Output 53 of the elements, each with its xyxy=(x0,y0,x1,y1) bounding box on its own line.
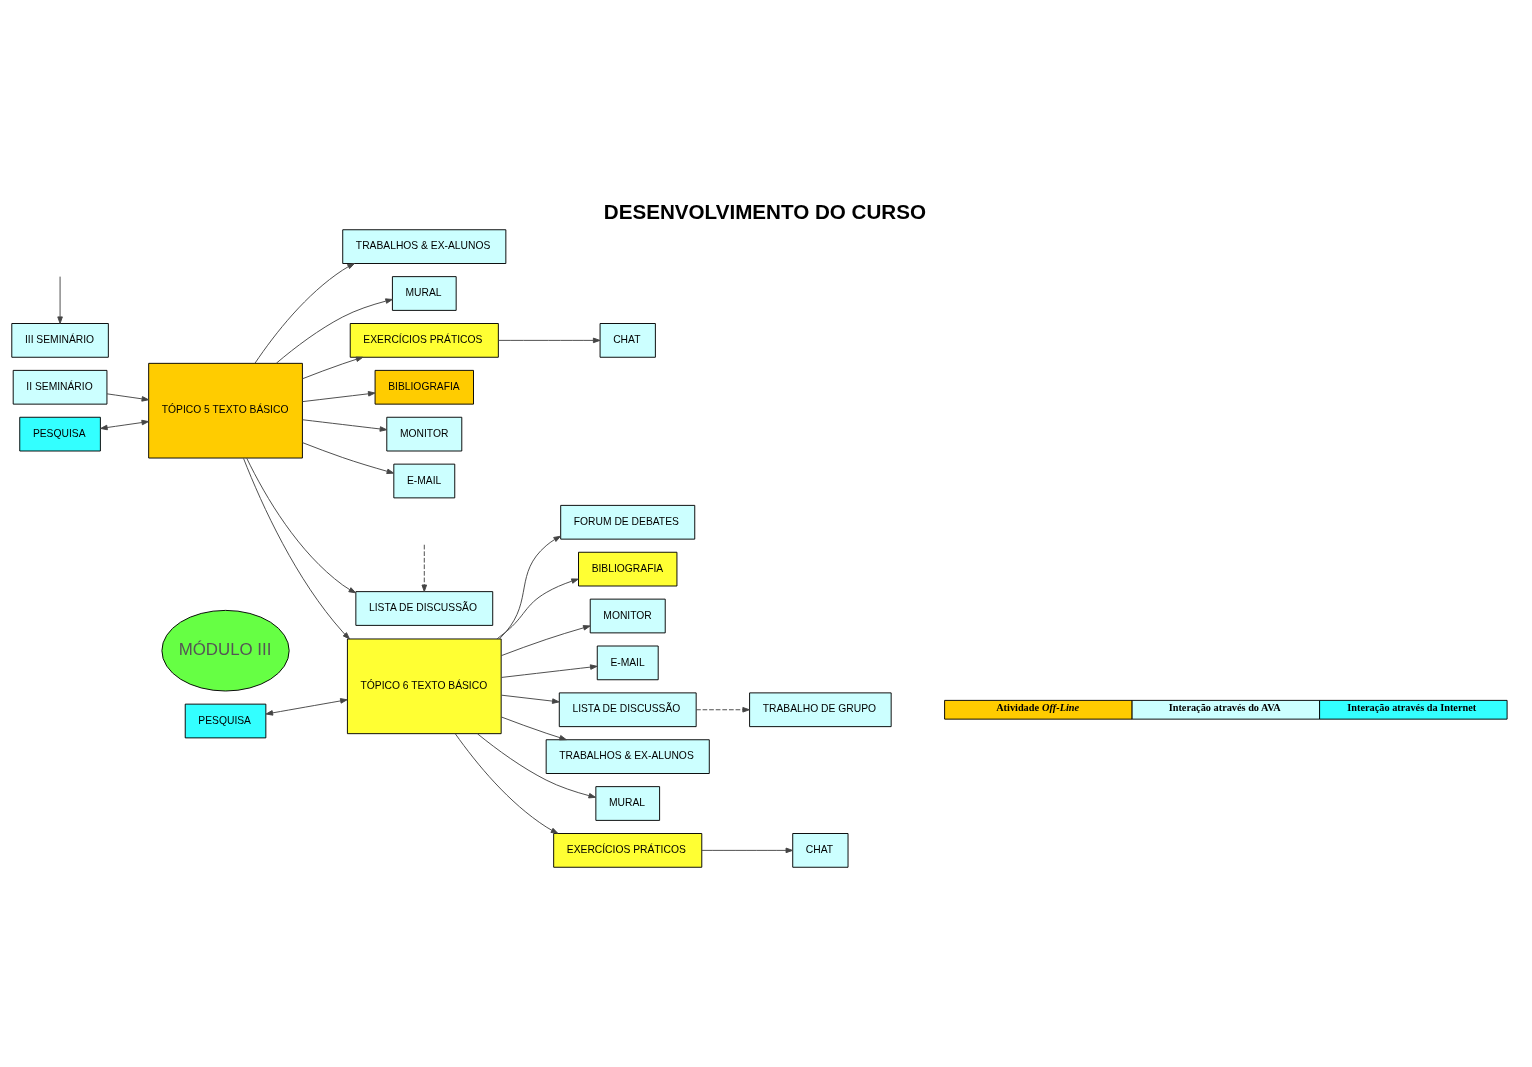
arrow xyxy=(701,847,794,854)
node-box: BIBLIOGRAFIA xyxy=(578,551,678,587)
node-box: EXERCÍCIOS PRÁTICOS xyxy=(349,323,499,358)
arrow xyxy=(496,578,579,640)
arrow xyxy=(500,625,591,657)
arrow xyxy=(498,337,601,344)
node-box: BIBLIOGRAFIA xyxy=(374,369,474,405)
node-box: III SEMINÁRIO xyxy=(11,323,109,358)
arrow xyxy=(246,457,357,594)
legend-label: Atividade Off-Line xyxy=(996,702,1080,714)
arrow xyxy=(454,733,559,834)
node-box: MONITOR xyxy=(589,598,666,634)
node-box: TÓPICO 6 TEXTO BÁSICO xyxy=(346,638,502,735)
node-ellipse: MÓDULO III xyxy=(161,609,290,692)
node-box: TRABALHOS & EX-ALUNOS xyxy=(342,229,507,264)
arrow xyxy=(500,716,567,741)
arrow xyxy=(100,419,149,431)
arrow xyxy=(275,298,393,364)
arrow xyxy=(57,276,63,324)
arrow xyxy=(254,263,355,364)
arrow xyxy=(499,535,561,640)
arrow xyxy=(265,698,348,716)
node-box: MONITOR xyxy=(386,416,463,452)
arrow xyxy=(106,393,150,402)
legend-label: Interação através da Internet xyxy=(1347,702,1477,714)
arrow xyxy=(302,356,364,380)
node-box: EXERCÍCIOS PRÁTICOS xyxy=(553,833,703,868)
node-box: TRABALHO DE GRUPO xyxy=(749,692,892,728)
node-box: E-MAIL xyxy=(596,645,659,681)
node-box: MURAL xyxy=(391,276,457,311)
node-box: PESQUISA xyxy=(184,703,267,739)
arrow xyxy=(302,391,376,403)
arrow xyxy=(421,544,428,593)
node-box: CHAT xyxy=(599,323,656,358)
legend-label: Interação através do AVA xyxy=(1168,702,1281,714)
node-box: TÓPICO 5 TEXTO BÁSICO xyxy=(148,362,303,459)
node-box: II SEMINÁRIO xyxy=(12,369,108,405)
arrow xyxy=(500,664,598,678)
node-box: FORUM DE DEBATES xyxy=(560,504,696,540)
diagram-title: DESENVOLVIMENTO DO CURSO xyxy=(603,200,926,224)
node-box: LISTA DE DISCUSSÃO xyxy=(355,591,494,626)
arrow xyxy=(243,457,350,640)
arrow xyxy=(695,707,750,713)
arrow xyxy=(476,733,596,799)
arrow xyxy=(302,442,395,475)
node-box: TRABALHOS & EX-ALUNOS xyxy=(545,739,710,774)
node-box: CHAT xyxy=(792,833,849,868)
node-box: MURAL xyxy=(595,786,661,821)
node-box: E-MAIL xyxy=(393,463,456,499)
arrow xyxy=(500,694,560,704)
arrow xyxy=(302,419,388,432)
node-box: LISTA DE DISCUSSÃO xyxy=(558,692,697,728)
node-box: PESQUISA xyxy=(19,416,101,452)
